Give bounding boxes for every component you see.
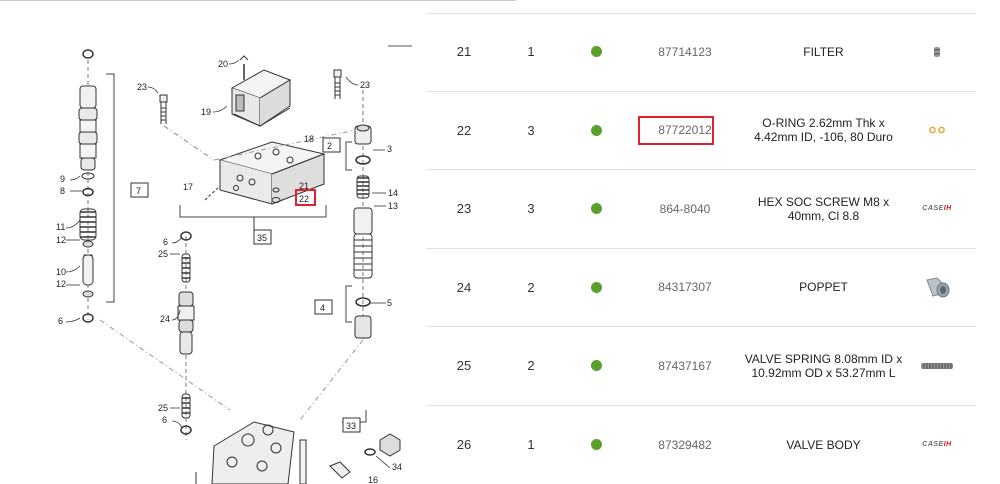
table-row[interactable]: 24 2 84317307 POPPET — [426, 249, 976, 327]
callout-label[interactable]: 16 — [368, 475, 378, 484]
o-ring-thumbnail[interactable] — [912, 92, 962, 170]
quantity: 1 — [527, 44, 535, 60]
part-number-link[interactable]: 87329482 — [658, 437, 712, 452]
callout-label-highlighted[interactable]: 22 — [299, 194, 309, 204]
top-divider — [0, 0, 516, 1]
case-ih-logo[interactable]: CASEIH — [912, 406, 962, 484]
parts-table: 21 1 87714123 FILTER 22 3 87722012 O-RIN… — [426, 0, 976, 484]
callout-label[interactable]: 14 — [388, 188, 398, 198]
callout-label[interactable]: 24 — [160, 314, 170, 324]
ref-number: 25 — [456, 358, 472, 374]
part-description: POPPET — [799, 280, 848, 295]
right-cartridge-stack — [213, 90, 373, 340]
callout-label[interactable]: 6 — [162, 415, 167, 425]
callout-label[interactable]: 5 — [387, 298, 392, 308]
part-number-highlight-box — [638, 115, 714, 145]
availability-indicator — [576, 327, 616, 405]
callout-label[interactable]: 23 — [360, 80, 370, 90]
part-description: VALVE SPRING 8.08mm ID x 10.92mm OD x 53… — [744, 351, 903, 380]
availability-dot — [590, 439, 602, 451]
callout-label[interactable]: 3 — [387, 144, 392, 154]
callout-label[interactable]: 11 — [56, 222, 65, 232]
callout-label[interactable]: 25 — [158, 249, 168, 259]
part-number-link[interactable]: 87437167 — [658, 358, 712, 373]
callout-label[interactable]: 12 — [56, 235, 66, 245]
middle-poppet-stack — [99, 231, 364, 440]
spring-thumbnail[interactable] — [912, 327, 962, 405]
valve-body-26 — [195, 410, 401, 484]
ref-number: 22 — [456, 122, 472, 138]
table-row[interactable]: 21 1 87714123 FILTER — [426, 13, 976, 92]
brand-text-accent: IH — [943, 441, 952, 449]
callout-label[interactable]: 6 — [163, 237, 168, 247]
table-row[interactable]: 23 3 864-8040 HEX SOC SCREW M8 x 40mm, C… — [426, 170, 976, 249]
ref-number: 24 — [456, 279, 472, 295]
availability-dot — [590, 124, 602, 136]
availability-indicator — [576, 170, 616, 248]
part-description: VALVE BODY — [786, 437, 861, 452]
part-number-link[interactable]: 87714123 — [658, 44, 712, 59]
ref-number: 23 — [456, 201, 472, 217]
availability-dot — [590, 281, 602, 293]
callout-label[interactable]: 7 — [136, 186, 141, 196]
quantity: 3 — [527, 201, 535, 217]
part-number-link[interactable]: 87722012 — [658, 123, 712, 138]
callout-label[interactable]: 8 — [60, 186, 65, 196]
callout-label[interactable]: 12 — [56, 279, 66, 289]
table-top-border — [426, 13, 976, 14]
callout-label[interactable]: 17 — [183, 182, 193, 192]
poppet-thumbnail[interactable] — [912, 249, 962, 327]
availability-indicator — [576, 13, 616, 91]
callout-label[interactable]: 21 — [299, 181, 309, 191]
callout-label[interactable]: 23 — [137, 82, 147, 92]
quantity: 1 — [527, 437, 535, 453]
quantity: 2 — [527, 279, 535, 295]
callout-label[interactable]: 34 — [392, 462, 402, 472]
highlighted-callout-box — [295, 189, 316, 206]
callout-label[interactable]: 25 — [158, 403, 168, 413]
left-spool-stack — [78, 49, 115, 323]
quantity: 2 — [527, 358, 535, 374]
callout-label[interactable]: 4 — [320, 303, 325, 313]
ref-number: 21 — [456, 44, 472, 60]
callout-label[interactable]: 18 — [304, 134, 314, 144]
valve-block-18 — [179, 141, 327, 232]
table-row-selected[interactable]: 22 3 87722012 O-RING 2.62mm Thk x 4.42mm… — [426, 92, 976, 170]
quantity: 3 — [527, 122, 535, 138]
callout-label[interactable]: 2 — [327, 141, 332, 151]
callout-label[interactable]: 6 — [58, 316, 63, 326]
part-number-link[interactable]: 84317307 — [658, 280, 712, 295]
availability-dot — [590, 46, 602, 58]
case-ih-logo[interactable]: CASEIH — [912, 170, 962, 248]
solenoid-19 — [230, 55, 292, 127]
part-number-link[interactable]: 864-8040 — [659, 201, 711, 216]
availability-indicator — [576, 92, 616, 170]
callout-label[interactable]: 35 — [257, 233, 267, 243]
exploded-parts-diagram[interactable]: 20 23 23 19 18 2 3 9 8 7 17 21 22 14 13 … — [0, 0, 416, 484]
table-row[interactable]: 25 2 87437167 VALVE SPRING 8.08mm ID x 1… — [426, 327, 976, 406]
availability-dot — [590, 203, 602, 215]
filter-thumbnail[interactable] — [912, 13, 962, 91]
part-description: FILTER — [803, 44, 844, 59]
screw-23-right — [333, 69, 342, 99]
callout-label[interactable]: 33 — [346, 421, 356, 431]
callout-label[interactable]: 19 — [201, 107, 211, 117]
table-row[interactable]: 26 1 87329482 VALVE BODY CASEIH — [426, 406, 976, 484]
part-description: HEX SOC SCREW M8 x 40mm, Cl 8.8 — [757, 194, 890, 223]
callout-label[interactable]: 13 — [388, 201, 398, 211]
availability-dot — [590, 360, 602, 372]
brand-text: CASE — [922, 205, 944, 213]
availability-indicator — [576, 406, 616, 484]
part-description: O-RING 2.62mm Thk x 4.42mm ID, -106, 80 … — [754, 116, 893, 145]
ref-number: 26 — [456, 437, 472, 453]
brand-text: CASE — [922, 441, 944, 449]
callout-label[interactable]: 9 — [60, 174, 65, 184]
callout-label[interactable]: 10 — [56, 267, 66, 277]
callout-label[interactable]: 20 — [218, 59, 228, 69]
brand-text-accent: IH — [943, 205, 952, 213]
availability-indicator — [576, 249, 616, 327]
screw-23-left — [159, 94, 215, 161]
